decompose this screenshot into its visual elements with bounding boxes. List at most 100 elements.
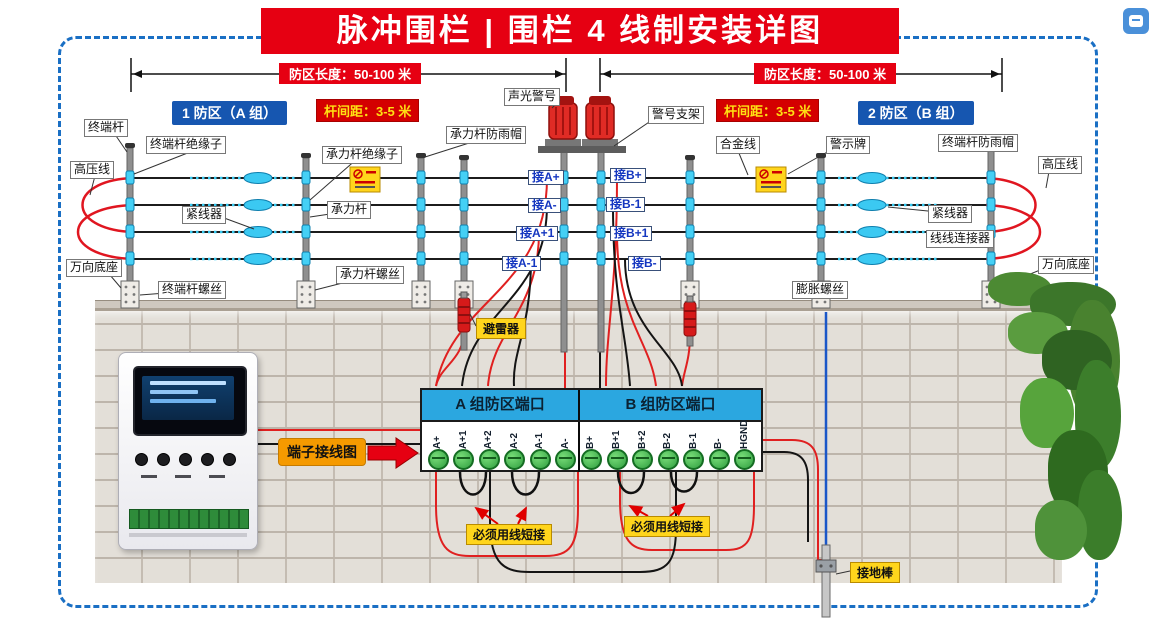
terminal-panel: A 组防区端口 B 组防区端口 A+ A+1 A+2 (420, 388, 763, 472)
controller-footer (129, 533, 247, 537)
terminal-screw-icon (657, 449, 679, 470)
tap-label-a-plus-1: 接A+1 (516, 226, 559, 242)
short-circuit-badge-a: 必须用线短接 (466, 524, 553, 545)
terminal: A+2 (478, 423, 500, 473)
label-warning-sign: 警示牌 (826, 136, 871, 154)
pole-spacing-badge-right: 杆间距：3-5 米 (716, 99, 820, 122)
terminal: B-1 (683, 423, 705, 473)
controller-screen (133, 366, 247, 436)
zone-a-badge: 1 防区（A 组） (172, 101, 288, 125)
tap-label-a-minus-1: 接A-1 (502, 256, 542, 272)
label-terminal-pole-insulator: 终端杆绝缘子 (146, 136, 227, 154)
terminal: A- (555, 423, 577, 473)
label-hv-line-right: 高压线 (1038, 156, 1083, 174)
short-circuit-badge-b: 必须用线短接 (624, 516, 711, 537)
terminal: B+2 (632, 423, 654, 473)
terminal: B+1 (606, 423, 628, 473)
display-text-line (150, 390, 198, 394)
label-universal-base-right: 万向底座 (1038, 256, 1095, 274)
terminal-label: A-1 (534, 432, 546, 449)
terminal-label: A-2 (508, 432, 520, 449)
terminal-screw-icon (555, 449, 577, 470)
controller-button (223, 453, 236, 466)
corner-app-icon-glyph (1129, 15, 1143, 27)
terminal-label: B+1 (611, 430, 623, 449)
terminal-label: A+1 (457, 430, 469, 449)
label-universal-base-left: 万向底座 (66, 259, 123, 277)
indicator-label (141, 475, 157, 478)
label-load-pole-screw: 承力杆螺丝 (336, 266, 405, 284)
ground-rod-badge: 接地棒 (850, 562, 901, 583)
terminal-panel-header: A 组防区端口 B 组防区端口 (422, 390, 761, 422)
tap-label-b-plus-1: 接B+1 (610, 226, 653, 242)
terminal: B+ (580, 423, 602, 473)
ivy-leaf-cluster (1078, 470, 1122, 560)
tap-label-b-minus-1: 接B-1 (606, 197, 646, 213)
terminal: A-2 (504, 423, 526, 473)
terminal-label: B-1 (687, 432, 699, 449)
pole-spacing-badge-left: 杆间距：3-5 米 (316, 99, 420, 122)
controller-device (118, 352, 258, 550)
label-sound-light-alarm: 声光警号 (504, 88, 561, 106)
controller-button (201, 453, 214, 466)
controller-buttons (135, 453, 236, 466)
terminal-label: B-2 (662, 432, 674, 449)
indicator-label (209, 475, 225, 478)
label-terminal-pole-screw: 终端杆螺丝 (158, 281, 227, 299)
controller-display (142, 376, 234, 420)
label-tensioner-left: 紧线器 (182, 206, 227, 224)
display-text-line (150, 399, 216, 403)
label-terminal-pole-rain-cap: 终端杆防雨帽 (938, 134, 1019, 152)
label-expansion-screw: 膨胀螺丝 (792, 281, 849, 299)
group-b-title: B 组防区端口 (625, 396, 716, 413)
terminal-screw-icon (734, 449, 756, 470)
terminal-label: A+2 (483, 430, 495, 449)
terminal-label: HGND (738, 419, 750, 449)
label-load-pole-rain-cap: 承力杆防雨帽 (446, 126, 527, 144)
terminal-screw-icon (453, 449, 475, 470)
terminal: HGND (734, 419, 756, 473)
terminal-screw-icon (606, 449, 628, 470)
terminal-screw-icon (580, 449, 602, 470)
ivy-leaf-cluster (1035, 500, 1087, 560)
terminal: A-1 (529, 423, 551, 473)
high-voltage-loops (76, 176, 1042, 261)
terminal-screw-icon (427, 449, 449, 470)
group-a-title: A 组防区端口 (422, 390, 580, 420)
terminal: B- (708, 423, 730, 473)
page-title: 脉冲围栏 | 围栏 4 线制安装详图 (261, 8, 899, 54)
label-hv-line-left: 高压线 (70, 161, 115, 179)
label-load-pole: 承力杆 (327, 201, 372, 219)
label-wire-connector: 线线连接器 (926, 230, 995, 248)
controller-terminal-strip (129, 509, 249, 529)
terminal-screw-icon (529, 449, 551, 470)
terminal-screw-icon (683, 449, 705, 470)
tap-label-a-plus: 接A+ (528, 170, 564, 186)
label-alloy-wire: 合金线 (716, 136, 761, 154)
indicator-label (175, 475, 191, 478)
zone-length-badge-right: 防区长度：50-100 米 (754, 63, 897, 84)
terminal-screw-icon (632, 449, 654, 470)
wall-top-cap (95, 300, 1062, 310)
label-tensioner-right: 紧线器 (928, 205, 973, 223)
label-alarm-bracket: 警号支架 (648, 106, 705, 124)
tap-label-b-plus: 接B+ (610, 168, 646, 184)
terminal-label: B+2 (636, 430, 648, 449)
tap-label-b-minus: 接B- (628, 256, 661, 272)
terminal-screw-icon (478, 449, 500, 470)
zone-b-badge: 2 防区（B 组） (858, 101, 974, 125)
terminal-screw-icon (708, 449, 730, 470)
terminal-wiring-badge: 端子接线图 (278, 438, 366, 466)
terminal-label: A- (559, 438, 571, 449)
zone-length-badge-left: 防区长度：50-100 米 (279, 63, 422, 84)
terminal-label: A+ (432, 435, 443, 449)
terminal-label: B- (713, 438, 725, 449)
controller-button (135, 453, 148, 466)
terminal: A+ (427, 423, 449, 473)
terminal-row: A+ A+1 A+2 A-2 A (422, 419, 761, 473)
controller-indicator-row (141, 475, 225, 478)
group-divider (578, 422, 580, 472)
controller-button (157, 453, 170, 466)
terminal: A+1 (453, 423, 475, 473)
